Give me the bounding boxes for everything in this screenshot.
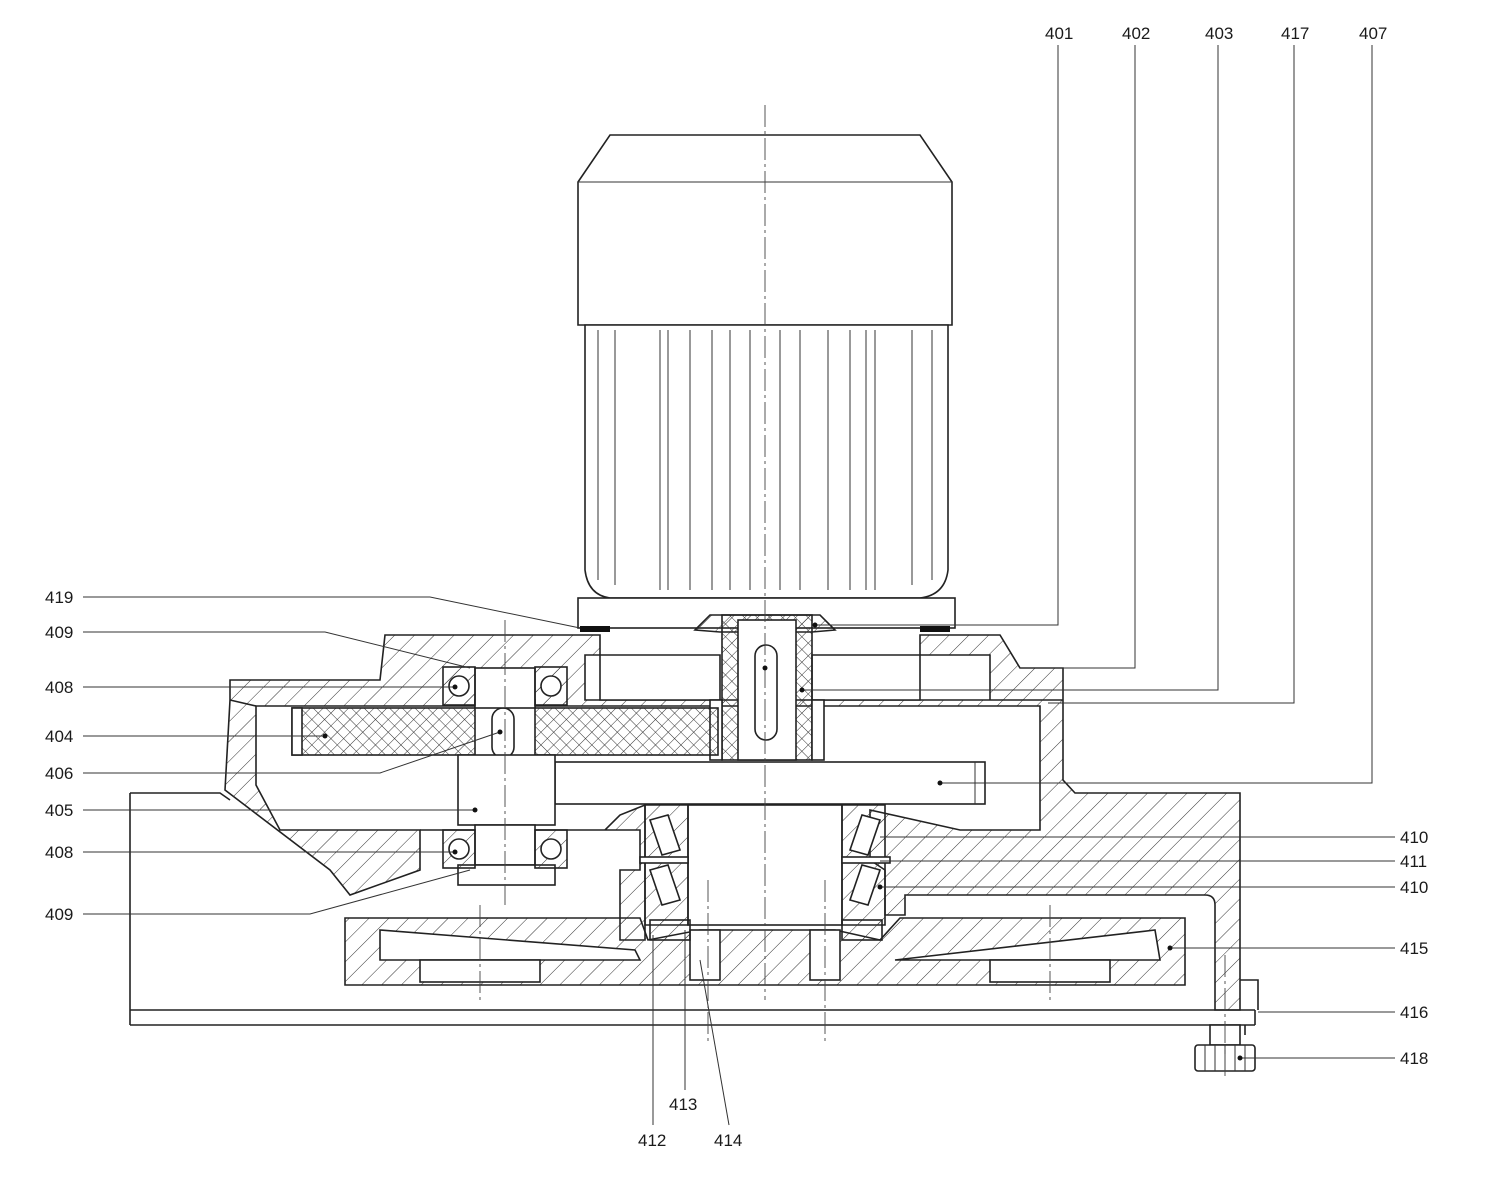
label-410: 410 bbox=[1400, 878, 1428, 897]
label-410: 410 bbox=[1400, 828, 1428, 847]
reference-labels: 401 402 403 417 407 419 409 408 404 406 … bbox=[45, 24, 1428, 1150]
label-414: 414 bbox=[714, 1131, 742, 1150]
label-413: 413 bbox=[669, 1095, 697, 1114]
label-408: 408 bbox=[45, 843, 73, 862]
base-frame bbox=[129, 792, 1256, 1026]
ball-bearings bbox=[442, 666, 568, 869]
leader-lines bbox=[83, 45, 1395, 1126]
motor bbox=[577, 134, 956, 632]
label-408: 408 bbox=[45, 678, 73, 697]
label-404: 404 bbox=[45, 727, 73, 746]
label-405: 405 bbox=[45, 801, 73, 820]
label-411: 411 bbox=[1400, 852, 1427, 871]
label-409: 409 bbox=[45, 623, 73, 642]
label-403: 403 bbox=[1205, 24, 1233, 43]
label-412: 412 bbox=[638, 1131, 666, 1150]
label-406: 406 bbox=[45, 764, 73, 783]
label-416: 416 bbox=[1400, 1003, 1428, 1022]
label-419: 419 bbox=[45, 588, 73, 607]
label-407: 407 bbox=[1359, 24, 1387, 43]
label-401: 401 bbox=[1045, 24, 1073, 43]
center-lines bbox=[479, 105, 1226, 1080]
gear-407 bbox=[554, 761, 986, 805]
label-402: 402 bbox=[1122, 24, 1150, 43]
label-418: 418 bbox=[1400, 1049, 1428, 1068]
label-417: 417 bbox=[1281, 24, 1309, 43]
label-415: 415 bbox=[1400, 939, 1428, 958]
label-409: 409 bbox=[45, 905, 73, 924]
